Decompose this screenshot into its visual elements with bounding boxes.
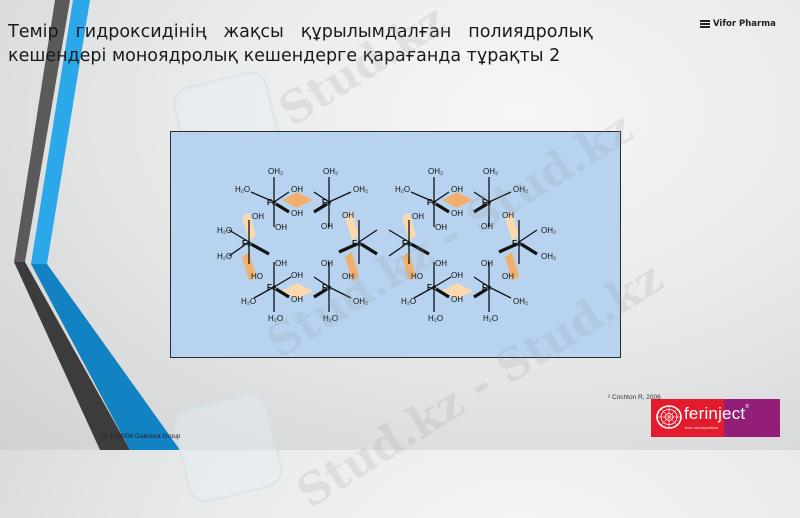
svg-text:OH₂: OH₂ xyxy=(541,226,556,235)
ferinject-logo: ferinject® ferric carboxymaltose xyxy=(651,399,780,437)
svg-text:OH₂: OH₂ xyxy=(541,252,556,261)
ferinject-wordmark: ferinject® xyxy=(684,404,750,423)
vifor-pharma-logo: Vifor Pharma xyxy=(700,19,776,29)
three-bars-logo-icon xyxy=(700,20,710,28)
ferinject-globe-icon xyxy=(656,405,682,429)
slide-title: Темір гидроксидінің жақсы құрылымдалған … xyxy=(8,22,593,66)
brand-label: Vifor Pharma xyxy=(713,19,776,29)
copyright-text: © 10/2008 Galenica Group xyxy=(103,433,181,440)
svg-text:H₂O: H₂O xyxy=(217,252,232,261)
ferinject-subtitle: ferric carboxymaltose xyxy=(685,426,719,430)
svg-text:H₂O: H₂O xyxy=(217,226,232,235)
watermark-logo xyxy=(169,389,287,507)
citation-footnote: ² Crichton R, 2006 xyxy=(608,394,661,401)
